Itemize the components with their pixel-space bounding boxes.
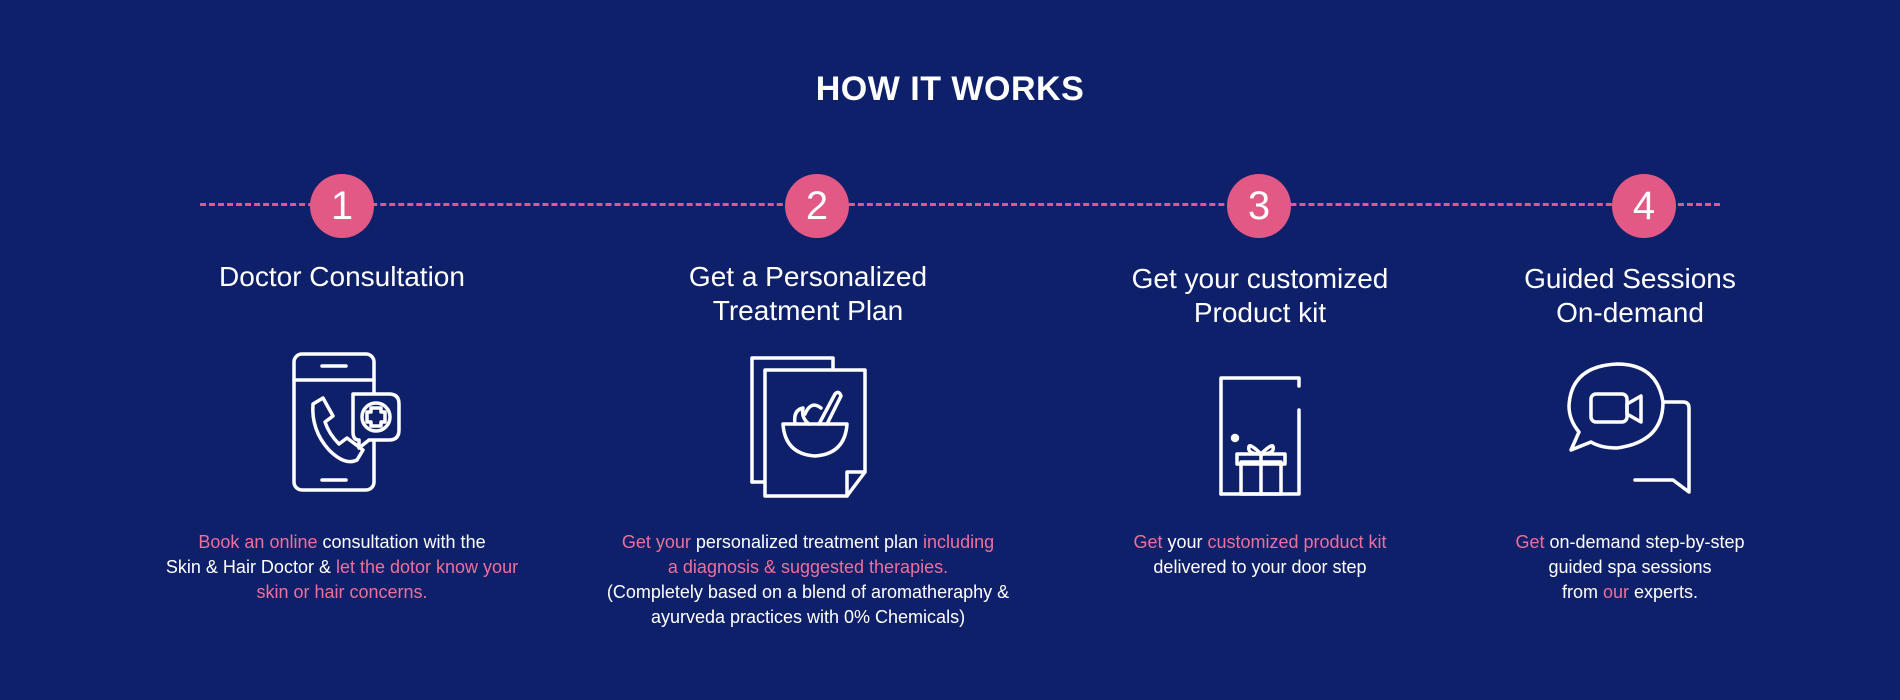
step-4-description-line: Get on-demand step-by-step — [1400, 530, 1860, 555]
step-2-title-line-1: Get a Personalized — [688, 261, 928, 292]
description-text: ayurveda practices with 0% Chemicals) — [650, 607, 966, 627]
video-chat-icon — [1567, 362, 1691, 494]
description-text: delivered to your door step — [1153, 557, 1367, 577]
description-text: experts. — [1629, 582, 1699, 602]
highlighted-text: customized product kit — [1207, 532, 1387, 552]
step-3-description-line: delivered to your door step — [1030, 555, 1490, 580]
step-2-title-line-2: Treatment Plan — [712, 295, 904, 326]
step-3-title-line-2: Product kit — [1193, 297, 1327, 328]
description-text: personalized treatment plan — [690, 532, 924, 552]
step-1-description-line: skin or hair concerns. — [112, 580, 572, 605]
step-4-title: Guided Sessions On-demand — [1440, 262, 1820, 330]
highlighted-text: a diagnosis & suggested therapies. — [667, 557, 949, 577]
step-3-description-line: Get your customized product kit — [1030, 530, 1490, 555]
step-1-description-line: Skin & Hair Doctor & let the dotor know … — [112, 555, 572, 580]
step-2-description: Get your personalized treatment plan inc… — [578, 530, 1038, 630]
description-text: (Completely based on a blend of aromathe… — [606, 582, 1010, 602]
step-4-description-line: from our experts. — [1400, 580, 1860, 605]
phone-consultation-icon — [292, 352, 401, 492]
step-2-description-line: ayurveda practices with 0% Chemicals) — [578, 605, 1038, 630]
step-2-title: Get a Personalized Treatment Plan — [618, 260, 998, 328]
treatment-plan-icon — [750, 356, 867, 498]
step-3-title: Get your customized Product kit — [1070, 262, 1450, 330]
highlighted-text: including — [923, 532, 995, 552]
step-2-number-badge: 2 — [785, 174, 849, 238]
highlighted-text: Get — [1515, 532, 1545, 552]
step-2-description-line: a diagnosis & suggested therapies. — [578, 555, 1038, 580]
timeline-dashed-line — [200, 203, 1720, 206]
step-4-description-line: guided spa sessions — [1400, 555, 1860, 580]
step-2-description-line: (Completely based on a blend of aromathe… — [578, 580, 1038, 605]
highlighted-text: Get your — [621, 532, 691, 552]
step-3-number-badge: 3 — [1227, 174, 1291, 238]
page-title: HOW IT WORKS — [815, 70, 1085, 108]
step-4-number-badge: 4 — [1612, 174, 1676, 238]
description-text: on-demand step-by-step — [1544, 532, 1745, 552]
product-kit-door-icon — [1219, 376, 1301, 496]
description-text: guided spa sessions — [1548, 557, 1712, 577]
step-4-title-line-2: On-demand — [1556, 297, 1704, 328]
step-1-title-line-1: Doctor Consultation — [219, 261, 465, 292]
step-4-title-line-1: Guided Sessions — [1524, 263, 1736, 294]
description-text: from — [1561, 582, 1603, 602]
step-3-title-line-1: Get your customized — [1131, 263, 1389, 294]
description-text: your — [1162, 532, 1208, 552]
description-text: Skin & Hair Doctor & — [165, 557, 336, 577]
step-1-title: Doctor Consultation — [152, 260, 532, 294]
highlighted-text: Book an online — [198, 532, 318, 552]
highlighted-text: our — [1602, 582, 1629, 602]
step-1-description-line: Book an online consultation with the — [112, 530, 572, 555]
highlighted-text: let the dotor know your — [335, 557, 519, 577]
step-2-description-line: Get your personalized treatment plan inc… — [578, 530, 1038, 555]
description-text: consultation with the — [317, 532, 486, 552]
step-1-number-badge: 1 — [310, 174, 374, 238]
highlighted-text: Get — [1133, 532, 1163, 552]
highlighted-text: skin or hair concerns. — [256, 582, 428, 602]
